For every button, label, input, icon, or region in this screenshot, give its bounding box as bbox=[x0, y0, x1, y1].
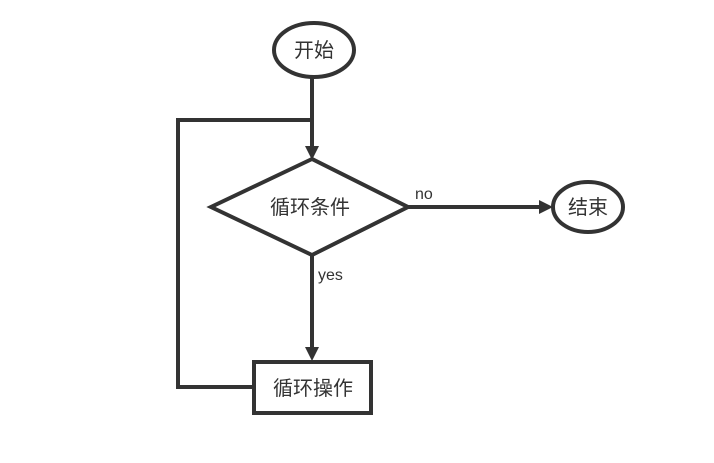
start-node-label: 开始 bbox=[294, 39, 334, 62]
arrowhead-into-condition bbox=[305, 146, 319, 160]
arrowhead-into-operation bbox=[305, 347, 319, 361]
condition-node-label: 循环条件 bbox=[270, 196, 350, 219]
operation-node-label: 循环操作 bbox=[273, 377, 353, 400]
edge-label-no: no bbox=[415, 186, 433, 203]
operation-node bbox=[252, 360, 373, 415]
start-node bbox=[272, 21, 356, 79]
arrowhead-into-end bbox=[539, 200, 553, 214]
edge-label-yes: yes bbox=[318, 267, 343, 284]
condition-node bbox=[206, 156, 413, 258]
edge-operation-loop-back bbox=[176, 118, 312, 389]
end-node-label: 结束 bbox=[568, 196, 608, 219]
end-node bbox=[551, 180, 625, 234]
